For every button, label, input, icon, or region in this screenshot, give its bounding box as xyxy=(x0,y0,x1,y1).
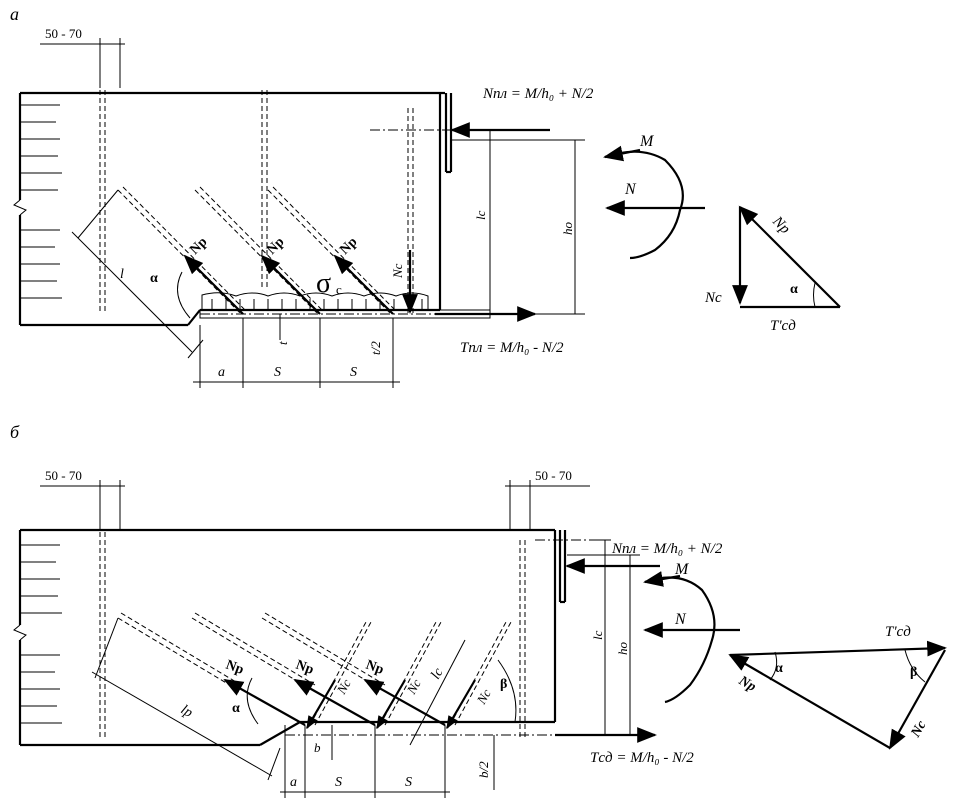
panel-b-label: б xyxy=(10,422,20,442)
panel-a-sigma: σ xyxy=(316,268,331,299)
panel-b-tri-np: Np xyxy=(735,673,758,695)
panel-b-tri-t: T'сд xyxy=(885,624,911,640)
panel-b-np-label-3: Np xyxy=(364,658,386,678)
panel-b-t-arrow: Tсд = M/h₀ - N/2 xyxy=(555,727,694,766)
panel-b-beam xyxy=(13,528,567,747)
panel-b-n-arrow: Nпл = M/h₀ + N/2 xyxy=(565,541,723,574)
panel-a: а 50 - 70 xyxy=(10,4,841,388)
panel-a-nc-label: Nc xyxy=(390,263,405,279)
panel-b-np-arrows: Np Np Np xyxy=(223,658,446,726)
panel-b-force-triangle: T'сд Np Nc α β xyxy=(728,624,947,750)
panel-b-dim-s1: S xyxy=(335,775,342,790)
panel-a-dim-a: a xyxy=(218,365,225,380)
panel-a-nc-arrow: Nc xyxy=(390,250,418,314)
panel-b-tri-alpha: α xyxy=(775,661,783,676)
panel-b-anchors xyxy=(99,532,600,737)
panel-a-lc-label: lc xyxy=(473,210,488,220)
panel-b-lc-diag: lc β xyxy=(409,639,517,746)
panel-b-dim-a: a xyxy=(290,775,297,790)
panel-a-dim-top-label: 50 - 70 xyxy=(45,26,82,41)
panel-a-dim-t: t xyxy=(275,341,290,345)
panel-b-n-formula: Nпл = M/h₀ + N/2 xyxy=(611,541,723,557)
panel-b-N-label: N xyxy=(674,611,687,628)
panel-a-tri-nc: Nc xyxy=(704,290,722,306)
panel-b-nc-label-3: Nc xyxy=(473,686,494,707)
panel-b-dim-top-left: 50 - 70 xyxy=(45,468,82,483)
panel-b-nc-label-2: Nc xyxy=(403,676,424,697)
panel-a-tri-alpha: α xyxy=(790,282,798,297)
panel-b-M-label: M xyxy=(674,561,690,578)
panel-a-height-dims: lc ho xyxy=(452,129,585,315)
panel-b-dim-b2: b/2 xyxy=(476,761,491,778)
panel-a-tri-t: T'сд xyxy=(770,318,796,334)
panel-b-tri-nc: Nc xyxy=(908,718,930,741)
panel-a-bottom-dims: a S S t t/2 xyxy=(193,314,400,388)
panel-b-t-formula: Tсд = M/h₀ - N/2 xyxy=(590,750,694,766)
panel-a-stress-zone xyxy=(201,292,429,310)
panel-a-l-dim: l α xyxy=(71,189,204,359)
panel-a-h0-label: ho xyxy=(560,222,575,236)
panel-a-np-label-3: Np xyxy=(337,234,360,257)
panel-a-t-formula: Tпл = M/h₀ - N/2 xyxy=(460,340,564,356)
panel-b-dim-b: b xyxy=(314,740,321,755)
panel-b-nc-arrows: Nc Nc Nc xyxy=(306,676,494,730)
panel-a-l-label: l xyxy=(120,267,124,282)
panel-b-moment: M N xyxy=(643,561,740,704)
panel-a-np-arrows: Np Np Np xyxy=(183,234,394,315)
panel-a-np-label-1: Np xyxy=(187,234,210,257)
panel-b-dim-top-right: 50 - 70 xyxy=(535,468,572,483)
panel-a-n-formula: Nпл = M/h₀ + N/2 xyxy=(482,86,594,102)
panel-b-np-label-2: Np xyxy=(294,658,316,678)
panel-a-dim-s2: S xyxy=(350,365,357,380)
panel-a-stress-ticks xyxy=(211,299,423,310)
panel-a-M-label: M xyxy=(639,133,655,150)
panel-a-moment: M N xyxy=(603,133,705,260)
panel-b-tri-beta: β xyxy=(910,665,917,680)
panel-b-dim-top: 50 - 70 50 - 70 xyxy=(40,468,590,530)
panel-b-lp-dim: lp α xyxy=(91,617,281,781)
panel-a-sigma-sub: c xyxy=(336,282,342,297)
panel-b-lc-label: lc xyxy=(590,630,605,640)
panel-a-np-label-2: Np xyxy=(264,234,287,257)
panel-a-dim-top: 50 - 70 xyxy=(40,26,125,88)
panel-a-t-arrow: Tпл = M/h₀ - N/2 xyxy=(435,306,564,356)
panel-a-alpha-label: α xyxy=(150,271,158,286)
panel-a-dim-t2: t/2 xyxy=(368,341,383,355)
panel-b-bottom-dims: a S S b b/2 xyxy=(280,725,495,798)
panel-a-force-triangle: Np Nc α T'сд xyxy=(704,205,841,334)
panel-a-N-label: N xyxy=(624,181,637,198)
panel-b-nc-label-1: Nc xyxy=(333,676,354,697)
panel-a-beam xyxy=(13,91,491,327)
panel-b-dim-s2: S xyxy=(405,775,412,790)
panel-a-label: а xyxy=(10,4,19,24)
panel-b-beta-label: β xyxy=(500,677,507,692)
panel-b-alpha-label: α xyxy=(232,701,240,716)
panel-b-lp-label: lp xyxy=(178,702,195,720)
panel-b-h0-label: ho xyxy=(615,642,630,656)
panel-a-n-arrow: Nпл = M/h₀ + N/2 xyxy=(450,86,594,138)
panel-b-height-dims: lc ho xyxy=(567,539,640,735)
panel-b-np-label-1: Np xyxy=(224,658,246,678)
panel-b: б 50 - 70 50 - 70 xyxy=(10,422,947,798)
panel-a-tri-np: Np xyxy=(768,213,793,238)
panel-a-dim-s1: S xyxy=(274,365,281,380)
